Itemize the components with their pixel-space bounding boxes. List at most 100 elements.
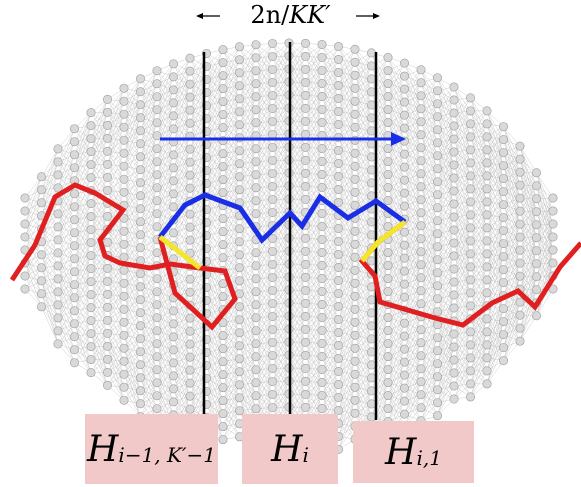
network-edge: [272, 120, 290, 148]
network-edge: [338, 127, 356, 164]
network-edge: [272, 237, 290, 265]
network-edge: [156, 323, 174, 357]
network-edge: [140, 291, 158, 326]
network-edge: [57, 284, 75, 319]
network-edge: [123, 273, 141, 297]
network-edge: [470, 357, 488, 397]
network-edge: [222, 215, 240, 245]
network-edge: [453, 227, 471, 270]
network-edge: [371, 291, 389, 327]
network-edge: [90, 294, 108, 321]
network-edge: [437, 268, 455, 312]
network-edge: [321, 137, 339, 175]
network-edge: [371, 174, 389, 197]
network-edge: [305, 356, 323, 395]
network-edge: [272, 94, 290, 122]
network-edge: [470, 344, 488, 384]
network-edge: [288, 290, 306, 317]
network-edge: [156, 167, 174, 214]
network-edge: [74, 190, 92, 233]
network-edge: [420, 194, 438, 226]
network-edge: [156, 167, 174, 201]
network-edge: [305, 83, 323, 109]
network-edge: [387, 167, 405, 201]
network-edge: [437, 307, 455, 364]
network-edge: [338, 179, 356, 203]
network-edge: [288, 264, 306, 291]
network-edge: [354, 234, 372, 258]
network-edge: [338, 192, 356, 229]
network-edge: [107, 218, 125, 243]
network-edge: [453, 370, 471, 400]
network-edge: [321, 215, 339, 240]
network-edge: [371, 343, 389, 379]
network-edge: [123, 208, 141, 232]
network-edge: [338, 335, 356, 385]
network-edge: [354, 273, 372, 297]
network-edge: [90, 281, 108, 308]
network-edge: [470, 370, 488, 398]
network-edge: [371, 356, 389, 404]
network-edge: [404, 121, 422, 155]
network-edge: [272, 81, 290, 122]
network-edge: [288, 121, 306, 161]
network-edge: [123, 364, 141, 388]
network-edge: [420, 285, 438, 317]
network-edge: [338, 309, 356, 346]
network-edge: [288, 108, 306, 148]
network-edge: [305, 239, 323, 278]
network-edge: [156, 89, 174, 123]
network-edge: [272, 146, 290, 174]
network-edge: [371, 161, 389, 184]
network-edge: [107, 153, 125, 191]
network-edge: [288, 290, 306, 330]
network-edge: [173, 58, 191, 90]
network-edge: [123, 221, 141, 258]
network-edge: [74, 203, 92, 233]
network-edge: [338, 296, 356, 333]
network-edge: [404, 264, 422, 298]
network-edge: [354, 182, 372, 206]
network-edge: [354, 377, 372, 401]
network-edge: [354, 273, 372, 310]
network-edge: [24, 189, 42, 238]
network-edge: [255, 43, 273, 71]
network-edge: [222, 358, 240, 388]
network-edge: [255, 56, 273, 84]
network-edge: [255, 69, 273, 97]
network-edge: [305, 70, 323, 109]
network-edge: [453, 123, 471, 153]
network-edge: [387, 89, 405, 123]
network-edge: [321, 46, 339, 71]
network-edge: [41, 148, 59, 190]
network-edge: [437, 281, 455, 312]
network-edge: [123, 195, 141, 232]
network-edge: [123, 91, 141, 128]
network-edge: [321, 137, 339, 162]
network-edge: [321, 215, 339, 253]
network-edge: [371, 83, 389, 119]
network-edge: [57, 128, 75, 163]
network-edge: [173, 58, 191, 103]
network-edge: [255, 264, 273, 305]
network-edge: [470, 266, 488, 294]
network-edge: [222, 46, 240, 89]
network-edge: [272, 354, 290, 382]
network-edge: [305, 96, 323, 122]
network-edge: [123, 377, 141, 401]
network-edge: [420, 155, 438, 187]
network-edge: [272, 367, 290, 395]
network-edge: [321, 150, 339, 188]
network-edge: [24, 241, 42, 277]
network-edge: [272, 380, 290, 421]
network-edge: [321, 332, 339, 357]
network-edge: [305, 174, 323, 213]
network-edge: [222, 59, 240, 102]
network-edge: [470, 266, 488, 306]
network-edge: [420, 285, 438, 330]
network-edge: [173, 110, 191, 155]
network-edge: [387, 128, 405, 162]
network-edge: [338, 244, 356, 294]
network-edge: [156, 362, 174, 396]
network-edge: [371, 356, 389, 392]
